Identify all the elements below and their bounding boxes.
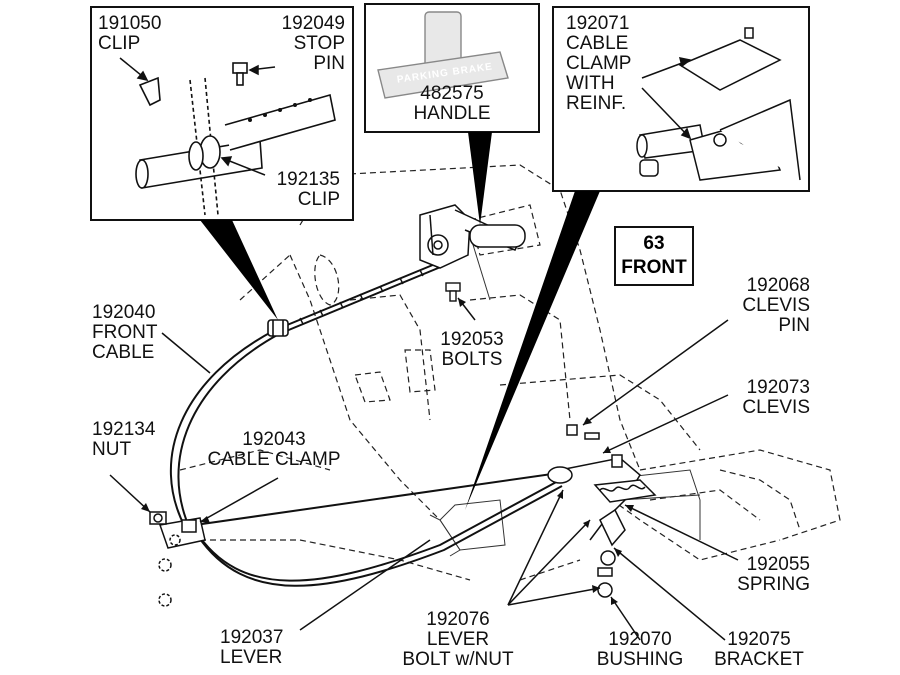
- part-name: LEVER: [220, 647, 283, 668]
- part-name-line2: BOLT w/NUT: [402, 649, 514, 670]
- part-number: 192073: [746, 377, 810, 398]
- label-192135-clip: 192135 CLIP: [265, 170, 340, 210]
- part-name-line2: PIN: [778, 315, 810, 336]
- right-inset-drawing: [636, 27, 801, 181]
- part-name: CABLE CLAMP: [207, 449, 341, 470]
- lever-assembly: [547, 424, 657, 598]
- label-192076-lever-bolt: 192076 LEVER BOLT w/NUT: [388, 610, 528, 670]
- label-192134-nut: 192134 NUT: [92, 420, 155, 460]
- part-name: HANDLE: [413, 103, 491, 124]
- left-inset-drawing: [135, 62, 336, 216]
- part-name-line1: CLEVIS: [742, 295, 810, 316]
- label-192068-clevis-pin: 192068 CLEVIS PIN: [720, 276, 810, 336]
- label-192071-cable-clamp: 192071 CABLE CLAMP WITH REINF.: [566, 14, 631, 114]
- part-number: 192135: [276, 169, 340, 190]
- handle-assembly: [419, 204, 526, 269]
- part-name: NUT: [92, 439, 132, 460]
- cable-clamp-left: [149, 511, 206, 607]
- part-name-line3: WITH: [566, 73, 615, 94]
- cable-grommet: [267, 319, 289, 337]
- part-name: CLEVIS: [742, 397, 810, 418]
- handle-bolt: [445, 282, 461, 302]
- badge-text: FRONT: [621, 257, 687, 278]
- part-number: 192068: [746, 275, 810, 296]
- part-name: CLIP: [98, 33, 141, 54]
- label-192073-clevis: 192073 CLEVIS: [720, 378, 810, 418]
- part-name: SPRING: [737, 574, 810, 595]
- part-number: 192075: [727, 629, 791, 650]
- callout-wedges: [200, 132, 600, 510]
- inset-frames: [90, 3, 810, 221]
- part-number: 192037: [220, 627, 284, 648]
- part-number: 482575: [420, 83, 484, 104]
- part-name: BOLTS: [441, 349, 503, 370]
- part-name-line1: LEVER: [426, 629, 490, 650]
- floor-pan-outline: [429, 234, 701, 557]
- leader-lines: [109, 297, 739, 641]
- label-192049-stop-pin: 192049 STOP PIN: [270, 14, 345, 74]
- part-number: 192134: [92, 419, 156, 440]
- part-name: CLIP: [297, 189, 340, 210]
- part-name: BRACKET: [714, 649, 804, 670]
- left-inset-arrows: [119, 57, 276, 176]
- label-482575-handle: 482575 HANDLE: [380, 84, 524, 124]
- model-year-badge: 63 FRONT: [614, 226, 694, 286]
- leader-arrowheads: [141, 298, 634, 605]
- part-number: 192055: [746, 554, 810, 575]
- part-number: 191050: [98, 13, 162, 34]
- front-cable-ribs: [299, 269, 424, 325]
- right-inset-arrows: [641, 57, 692, 140]
- handle-drawing: [377, 11, 509, 99]
- part-name-line4: REINF.: [566, 93, 627, 114]
- left-inset-shaft-holes: [248, 98, 312, 122]
- part-number: 192071: [566, 13, 630, 34]
- part-name-line2: CABLE: [92, 342, 155, 363]
- part-number: 192076: [426, 609, 490, 630]
- label-192075-bracket: 192075 BRACKET: [704, 630, 814, 670]
- label-191050-clip: 191050 CLIP: [98, 14, 161, 54]
- part-name-line1: FRONT: [92, 322, 158, 343]
- label-192053-bolts: 192053 BOLTS: [432, 330, 512, 370]
- label-192037-lever: 192037 LEVER: [220, 628, 283, 668]
- body-structure: [179, 164, 841, 581]
- part-number: 192043: [242, 429, 306, 450]
- badge-year: 63: [643, 233, 665, 254]
- part-name-line1: STOP: [293, 33, 345, 54]
- part-number: 192053: [440, 329, 504, 350]
- part-number: 192040: [92, 302, 156, 323]
- part-name-line1: CABLE: [566, 33, 629, 54]
- front-cable: [169, 261, 581, 587]
- label-192070-bushing: 192070 BUSHING: [588, 630, 692, 670]
- label-192040-front-cable: 192040 FRONT CABLE: [92, 303, 157, 363]
- part-number: 192070: [608, 629, 672, 650]
- part-name-line2: PIN: [313, 53, 345, 74]
- label-192055-spring: 192055 SPRING: [720, 555, 810, 595]
- part-name-line2: CLAMP: [566, 53, 632, 74]
- part-number: 192049: [281, 13, 345, 34]
- label-192043-cable-clamp: 192043 CABLE CLAMP: [196, 430, 352, 470]
- part-name: BUSHING: [596, 649, 684, 670]
